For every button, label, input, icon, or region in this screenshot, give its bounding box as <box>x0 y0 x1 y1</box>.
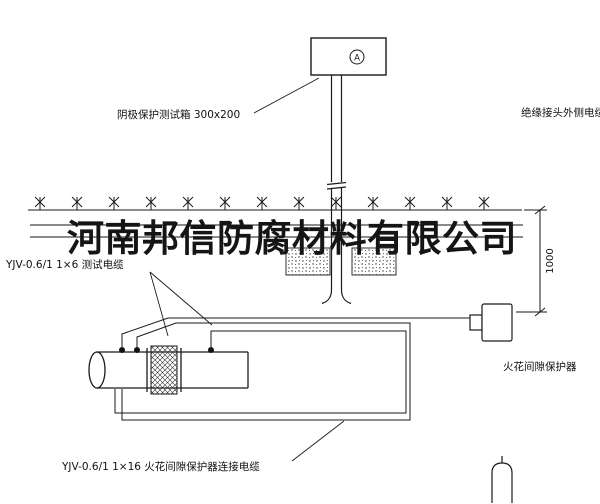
spark-gap-protector-stub <box>469 314 483 331</box>
test-box-body <box>310 37 387 76</box>
dimension-1000 <box>516 205 547 317</box>
label-test-cable: YJV-0.6/1 1×6 测试电缆 <box>5 258 124 271</box>
meter-letter: A <box>354 54 360 64</box>
cable-terminals <box>119 347 214 353</box>
leader-test-cable-1 <box>149 271 213 326</box>
leader-lines <box>149 77 345 462</box>
test-box-post <box>321 75 352 305</box>
label-right-cable: 绝缘接头外侧电缆 <box>521 106 600 119</box>
concrete-block-right <box>351 247 397 276</box>
cable-exit-hook-left <box>321 289 333 305</box>
watermark-text: 河南邦信防腐材料有限公司 <box>67 216 517 260</box>
label-bottom-cable: YJV-0.6/1 1×16 火花间隙保护器连接电缆 <box>61 460 260 473</box>
concrete-foundation <box>285 247 397 276</box>
leader-test-box <box>253 77 320 114</box>
pipe-end-cap <box>88 351 106 389</box>
leader-bottom-cable <box>291 420 345 462</box>
spark-gap-protector-body <box>481 303 513 342</box>
label-test-box: 阴极保护测试箱 300x200 <box>117 108 240 121</box>
spark-gap-protector <box>469 303 513 342</box>
cable-loop-inner <box>114 330 407 414</box>
cable-to-protector <box>121 317 470 349</box>
dimension-text: 1000 <box>545 248 556 273</box>
insulating-joint <box>150 345 178 395</box>
leader-test-cable-2 <box>149 271 169 337</box>
terminal-dot <box>208 347 214 353</box>
riser-symbol <box>491 456 513 503</box>
meter-circle <box>349 49 365 65</box>
cables <box>114 317 470 421</box>
terminal-dot <box>134 347 140 353</box>
cable-loop-outer <box>121 322 411 421</box>
concrete-block-left <box>285 247 331 276</box>
terminal-dot <box>119 347 125 353</box>
cable-exit-hook-right <box>340 289 352 305</box>
label-spark-protector: 火花间隙保护器 <box>503 360 577 373</box>
ground-surface-line <box>28 196 522 211</box>
test-box <box>310 37 387 76</box>
watermark: 河南邦信防腐材料有限公司 <box>30 216 523 260</box>
pipeline <box>88 345 249 395</box>
